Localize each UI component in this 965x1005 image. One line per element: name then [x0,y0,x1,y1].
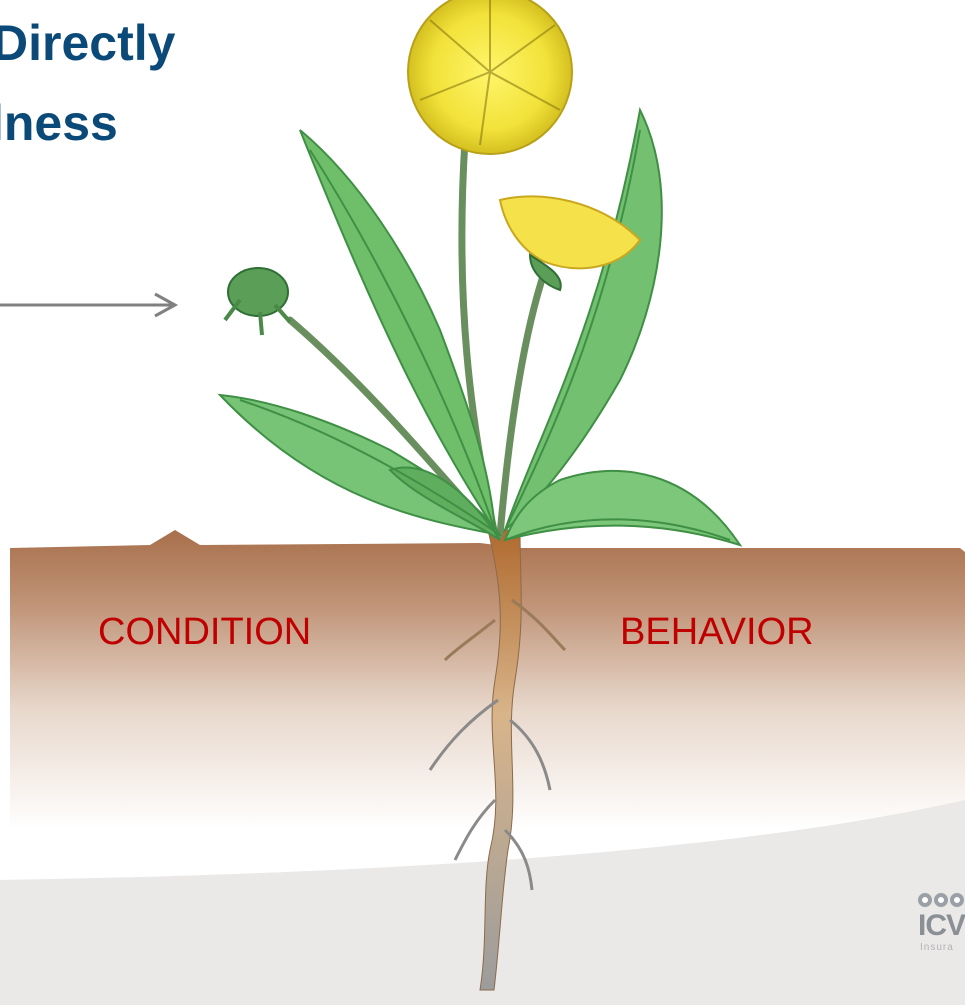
dandelion-flower-icon [408,0,572,154]
condition-label: CONDITION [98,613,311,651]
arrow-icon [0,294,175,316]
logo-rings-icon [918,893,965,907]
behavior-label: BEHAVIOR [620,613,814,651]
bud-icon [225,268,290,335]
logo-tagline: Insura [920,943,954,953]
title-line-2: lness [0,98,118,148]
soil [10,530,965,830]
logo-mark: ICV [918,911,965,941]
title-line-1: Directly [0,18,175,68]
company-logo: ICV Insura [918,893,965,963]
